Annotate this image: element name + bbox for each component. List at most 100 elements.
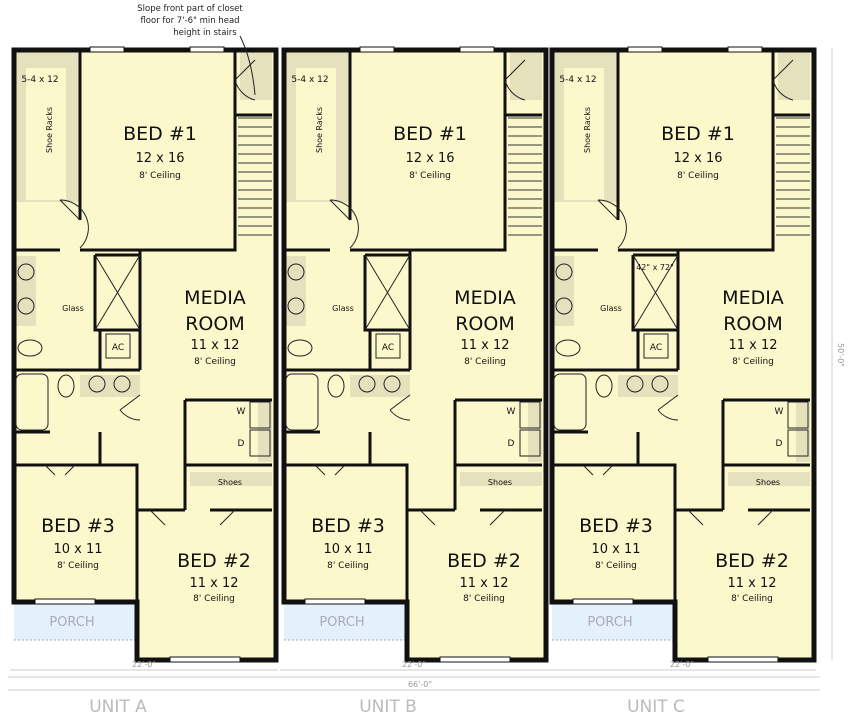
media-room-name-2: ROOM <box>723 313 783 335</box>
shoe-racks-label: Shoe Racks <box>315 107 324 153</box>
toilet-icon <box>327 374 345 398</box>
shower-size-label: 42" x 72" <box>636 263 674 272</box>
sink-icon <box>88 375 106 393</box>
window <box>169 656 241 663</box>
exterior-wall <box>549 47 817 663</box>
bed2-size: 11 x 12 <box>189 576 238 591</box>
unit-width-dimension: 22'-0" <box>132 660 156 669</box>
bed1-name: BED #1 <box>393 123 467 145</box>
dryer-label: D <box>508 439 515 449</box>
door-swing <box>657 394 679 421</box>
dryer-icon <box>249 429 271 457</box>
washer-icon <box>787 401 809 429</box>
door-swing <box>772 59 794 101</box>
overall-dimensions: 66'-0" 50'-0" <box>8 48 845 691</box>
media-room-ceiling: 8' Ceiling <box>732 357 774 367</box>
media-room-size: 11 x 12 <box>190 338 239 353</box>
bed1-size: 12 x 16 <box>673 151 722 166</box>
door-swing <box>234 59 256 101</box>
window <box>439 656 511 663</box>
sink-icon <box>651 375 669 393</box>
shower-glass-label: Glass <box>332 304 354 313</box>
media-room-name-1: MEDIA <box>454 287 516 309</box>
bed2-size: 11 x 12 <box>459 576 508 591</box>
bed1-ceiling: 8' Ceiling <box>139 171 181 181</box>
unit-name-label: UNIT C <box>627 697 685 717</box>
ac-unit-icon <box>375 333 401 359</box>
bed3-size: 10 x 11 <box>53 542 102 557</box>
shoe-racks-label: Shoe Racks <box>583 107 592 153</box>
sink-icon <box>555 263 573 281</box>
bed2-name: BED #2 <box>447 550 521 572</box>
media-room-name-2: ROOM <box>185 313 245 335</box>
bed1-size: 12 x 16 <box>405 151 454 166</box>
bed3-name: BED #3 <box>41 515 115 537</box>
exterior-wall <box>11 47 279 663</box>
shoes-label: Shoes <box>218 478 242 487</box>
media-room-name-1: MEDIA <box>722 287 784 309</box>
media-room-ceiling: 8' Ceiling <box>194 357 236 367</box>
bed2-ceiling: 8' Ceiling <box>463 594 505 604</box>
bed2-floor-extension <box>137 600 277 658</box>
shoe-shelf <box>728 472 810 486</box>
unit-name-label: UNIT B <box>359 697 417 717</box>
closet-slope-note: Slope front part of closet floor for 7'-… <box>137 4 256 96</box>
shoes-label: Shoes <box>488 478 512 487</box>
window <box>459 46 495 53</box>
door-swing <box>329 199 359 249</box>
door-swing <box>389 394 411 421</box>
bed1-size: 12 x 16 <box>135 151 184 166</box>
sink-icon <box>17 297 35 315</box>
note-line-3: height in stairs <box>173 28 237 38</box>
bed2-name: BED #2 <box>715 550 789 572</box>
closet-size-label: 5-4 x 12 <box>559 75 596 85</box>
media-room-ceiling: 8' Ceiling <box>464 357 506 367</box>
sink-icon <box>113 375 131 393</box>
laundry-shelf <box>258 402 272 462</box>
washer-icon <box>519 401 541 429</box>
vanity-counter <box>554 256 574 326</box>
closet-floor <box>26 68 66 200</box>
shoe-racks-label: Shoe Racks <box>45 107 54 153</box>
door-swing <box>314 464 506 526</box>
bed3-size: 10 x 11 <box>591 542 640 557</box>
door-swing <box>504 59 526 101</box>
toilet-icon <box>287 339 313 357</box>
porch-area <box>552 604 676 640</box>
unit-width-dimension: 22'-0" <box>670 660 694 669</box>
media-room-size: 11 x 12 <box>460 338 509 353</box>
door-swing <box>59 199 89 249</box>
stair-closet <box>778 52 810 100</box>
dryer-label: D <box>776 439 783 449</box>
bed2-ceiling: 8' Ceiling <box>731 594 773 604</box>
laundry-shelf <box>796 402 810 462</box>
window <box>34 598 96 605</box>
bed1-name: BED #1 <box>123 123 197 145</box>
shoe-shelf <box>190 472 272 486</box>
media-room-size: 11 x 12 <box>728 338 777 353</box>
ac-unit-icon <box>643 333 669 359</box>
shower-glass-label: Glass <box>62 304 84 313</box>
dryer-icon <box>787 429 809 457</box>
shoes-label: Shoes <box>756 478 780 487</box>
exterior-wall <box>281 47 549 663</box>
shower-stall <box>364 254 411 331</box>
note-line-2: floor for 7'-6" min head <box>140 16 239 26</box>
washer-icon <box>249 401 271 429</box>
bed2-floor-extension <box>675 600 815 658</box>
closet-floor <box>564 68 604 200</box>
ac-label: AC <box>112 343 124 353</box>
bed1-ceiling: 8' Ceiling <box>677 171 719 181</box>
window <box>89 46 125 53</box>
bed2-ceiling: 8' Ceiling <box>193 594 235 604</box>
media-room-name-2: ROOM <box>455 313 515 335</box>
bed2-name: BED #2 <box>177 550 251 572</box>
bed3-ceiling: 8' Ceiling <box>595 561 637 571</box>
door-swing <box>44 464 236 526</box>
sink-icon <box>626 375 644 393</box>
porch-area <box>14 604 138 640</box>
